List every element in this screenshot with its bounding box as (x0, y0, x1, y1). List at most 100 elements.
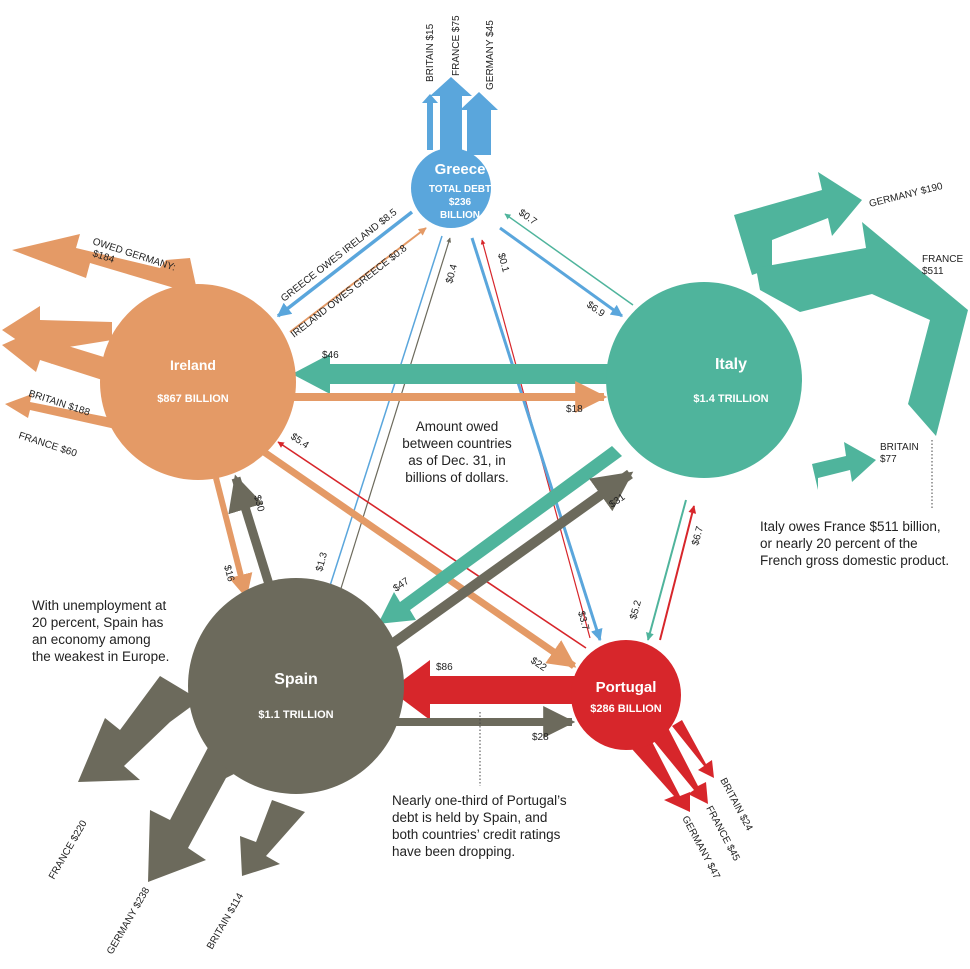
label-v-3-7: $3.7 (575, 610, 591, 632)
portugal-external-arrows (624, 720, 714, 812)
spain-note: With unemployment at 20 percent, Spain h… (32, 597, 192, 665)
flow-spain-to-greece (337, 237, 452, 599)
label-v-1-3: $1.3 (314, 551, 330, 573)
label-v-16: $16 (221, 564, 236, 583)
flow-greece-to-ireland (276, 210, 414, 318)
greece-line1: TOTAL DEBT (429, 184, 491, 195)
spain-note-line-3: an economy among (32, 632, 151, 647)
spain-node (188, 578, 404, 794)
portugal-note-line-4: have been dropping. (392, 844, 516, 859)
flow-italy-to-ireland (292, 354, 618, 394)
flow-spain-to-ireland (228, 474, 277, 596)
portugal-france-arrow (648, 724, 708, 804)
flow-greece-to-spain (326, 235, 443, 593)
flow-ireland-to-greece (289, 227, 427, 333)
flow-greece-to-italy (499, 226, 623, 318)
label-spain-france: FRANCE $220 (47, 818, 90, 881)
ireland-name: Ireland (170, 357, 216, 373)
portugal-node (571, 640, 681, 750)
label-v-5-2: $5.2 (628, 599, 644, 621)
label-v-6-7: $6.7 (690, 525, 706, 547)
label-v-31: $31 (607, 492, 627, 511)
italy-external-arrows (734, 172, 968, 490)
ireland-node (100, 284, 296, 480)
label-italy-germany: GERMANY $190 (868, 181, 944, 210)
label-italy-britain-1: BRITAIN (880, 442, 919, 453)
label-v-28: $28 (532, 732, 549, 743)
portugal-note: Nearly one-third of Portugal’s debt is h… (392, 792, 592, 860)
label-greece-france: FRANCE $75 (451, 15, 462, 76)
portugal-note-line-1: Nearly one-third of Portugal’s (392, 793, 567, 808)
ireland-external-arrows (2, 234, 198, 430)
spain-name: Spain (274, 671, 318, 688)
flow-portugal-to-ireland (277, 441, 587, 649)
flow-portugal-to-italy (659, 505, 697, 641)
portugal-name: Portugal (596, 679, 657, 696)
spain-total: $1.1 TRILLION (258, 709, 333, 721)
spain-france-arrow (78, 676, 200, 782)
greece-line2: $236 (449, 197, 472, 208)
center-note-line-2: between countries (402, 436, 512, 451)
ireland-france-arrow (5, 394, 122, 430)
leader-lines (479, 440, 933, 786)
spain-note-line-1: With unemployment at (32, 598, 167, 613)
portugal-note-line-3: both countries’ credit ratings (392, 827, 561, 842)
greece-germany-arrow (460, 92, 498, 155)
inter-country-flows (213, 210, 697, 738)
italy-note-line-1: Italy owes France $511 billion, (760, 519, 941, 534)
label-v-18: $18 (566, 404, 583, 415)
label-italy-france-2: $511 (922, 266, 944, 277)
label-v-46: $46 (322, 350, 339, 361)
label-v-47: $47 (391, 576, 411, 595)
center-note-line-4: billions of dollars. (405, 470, 509, 485)
flow-spain-to-italy (389, 469, 634, 649)
italy-britain-arrow (812, 442, 876, 490)
ireland-britain-arrow (2, 306, 112, 364)
italy-note: Italy owes France $511 billion, or nearl… (760, 518, 970, 569)
label-v-5-4: $5.4 (288, 431, 311, 451)
greece-node (411, 148, 491, 228)
label-v-0-1: $0.1 (495, 252, 511, 274)
ireland-britain-arrow-2 (2, 326, 120, 385)
flow-ireland-to-portugal (262, 449, 577, 669)
ireland-germany-arrow (12, 234, 198, 295)
italy-node (606, 282, 802, 478)
ireland-total: $867 BILLION (157, 393, 229, 405)
greece-name: Greece (435, 161, 486, 178)
spain-britain-arrow (240, 800, 305, 876)
label-greece-germany: GERMANY $45 (485, 20, 496, 90)
italy-total: $1.4 TRILLION (693, 393, 768, 405)
label-italy-france-1: FRANCE (922, 254, 963, 265)
portugal-note-line-2: debt is held by Spain, and (392, 810, 548, 825)
greece-external-arrows (422, 77, 498, 155)
italy-note-line-2: or nearly 20 percent of the (760, 536, 918, 551)
label-greece-owes-ireland: GREECE OWES IRELAND $8.5 (279, 207, 400, 305)
label-v-0-4: $0.4 (444, 263, 460, 285)
center-note-line-1: Amount owed (415, 419, 499, 434)
center-note-line-3: as of Dec. 31, in (408, 453, 506, 468)
flow-italy-to-spain (378, 446, 622, 624)
label-ireland-france: FRANCE $60 (17, 430, 78, 459)
portugal-britain-arrow (672, 720, 714, 778)
italy-germany-arrow (734, 172, 862, 275)
spain-note-line-4: the weakest in Europe. (32, 649, 170, 664)
flow-italy-to-greece (504, 213, 634, 306)
portugal-germany-arrow (624, 730, 690, 812)
label-spain-britain: BRITAIN $114 (205, 891, 246, 951)
portugal-total: $286 BILLION (590, 703, 662, 715)
italy-note-line-3: French gross domestic product. (760, 553, 950, 568)
flow-italy-to-portugal (646, 499, 687, 641)
label-italy-britain-2: $77 (880, 454, 897, 465)
italy-france-arrow (756, 222, 968, 436)
label-greece-britain: BRITAIN $15 (425, 23, 436, 82)
label-v-30: $30 (251, 494, 266, 513)
italy-name: Italy (715, 356, 747, 373)
label-spain-germany: GERMANY $238 (105, 885, 152, 956)
label-v-22: $22 (528, 655, 548, 674)
flow-ireland-to-spain (213, 477, 253, 599)
spain-note-line-2: 20 percent, Spain has (32, 615, 164, 630)
label-v-86: $86 (436, 662, 453, 673)
greece-line3: BILLION (440, 210, 480, 221)
